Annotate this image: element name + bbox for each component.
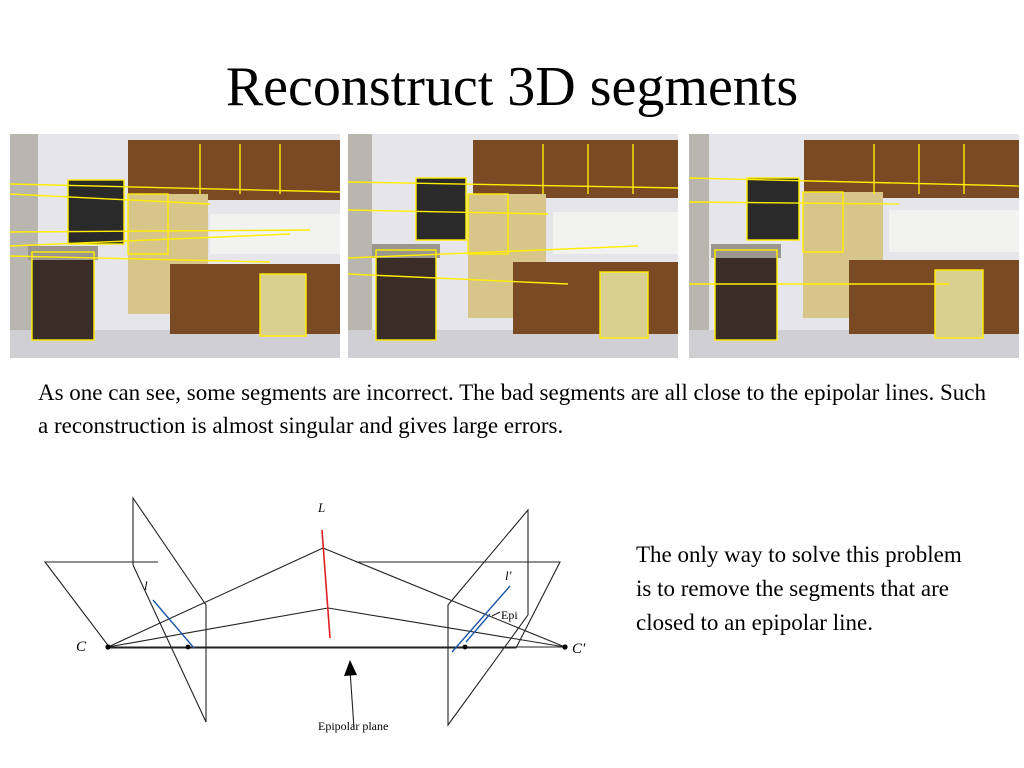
kitchen-photo-2: [348, 134, 678, 358]
left-image-plane: [132, 496, 207, 723]
label-epi: Epi: [501, 608, 518, 622]
label-c: C: [76, 639, 87, 655]
ray-c-lower: [107, 607, 329, 648]
kitchen-photo-1: [10, 134, 340, 358]
arrow-head: [344, 660, 357, 676]
label-c-prime: C′: [572, 641, 586, 657]
slide-title: Reconstruct 3D segments: [225, 56, 799, 118]
epipolar-geometry-diagram: L l l′ Epi C C′ Epipolar plane: [43, 496, 586, 733]
label-l-prime: l′: [505, 568, 512, 583]
ray-cprime-upper: [322, 547, 566, 648]
explanation-paragraph: As one can see, some segments are incorr…: [38, 380, 987, 438]
label-l: l: [144, 578, 148, 593]
label-epipolar-plane: Epipolar plane: [318, 719, 388, 733]
epipole-left: [185, 644, 191, 650]
right-image-plane: [447, 508, 529, 727]
image-line-l: [152, 599, 195, 649]
epipolar-plane: [43, 561, 561, 649]
label-L: L: [317, 500, 325, 515]
ray-cprime-lower: [327, 607, 566, 648]
ray-c-upper: [107, 547, 324, 648]
epipole-right: [462, 644, 468, 650]
camera-center-c-prime: [562, 644, 568, 650]
side-note: The only way to solve this problem is to…: [636, 542, 962, 635]
camera-center-c: [105, 644, 111, 650]
image-line-l-prime: [451, 585, 511, 653]
line-L: [321, 529, 331, 639]
epipolar-plane-arrow: [349, 669, 355, 729]
kitchen-photo-3: [689, 134, 1019, 358]
